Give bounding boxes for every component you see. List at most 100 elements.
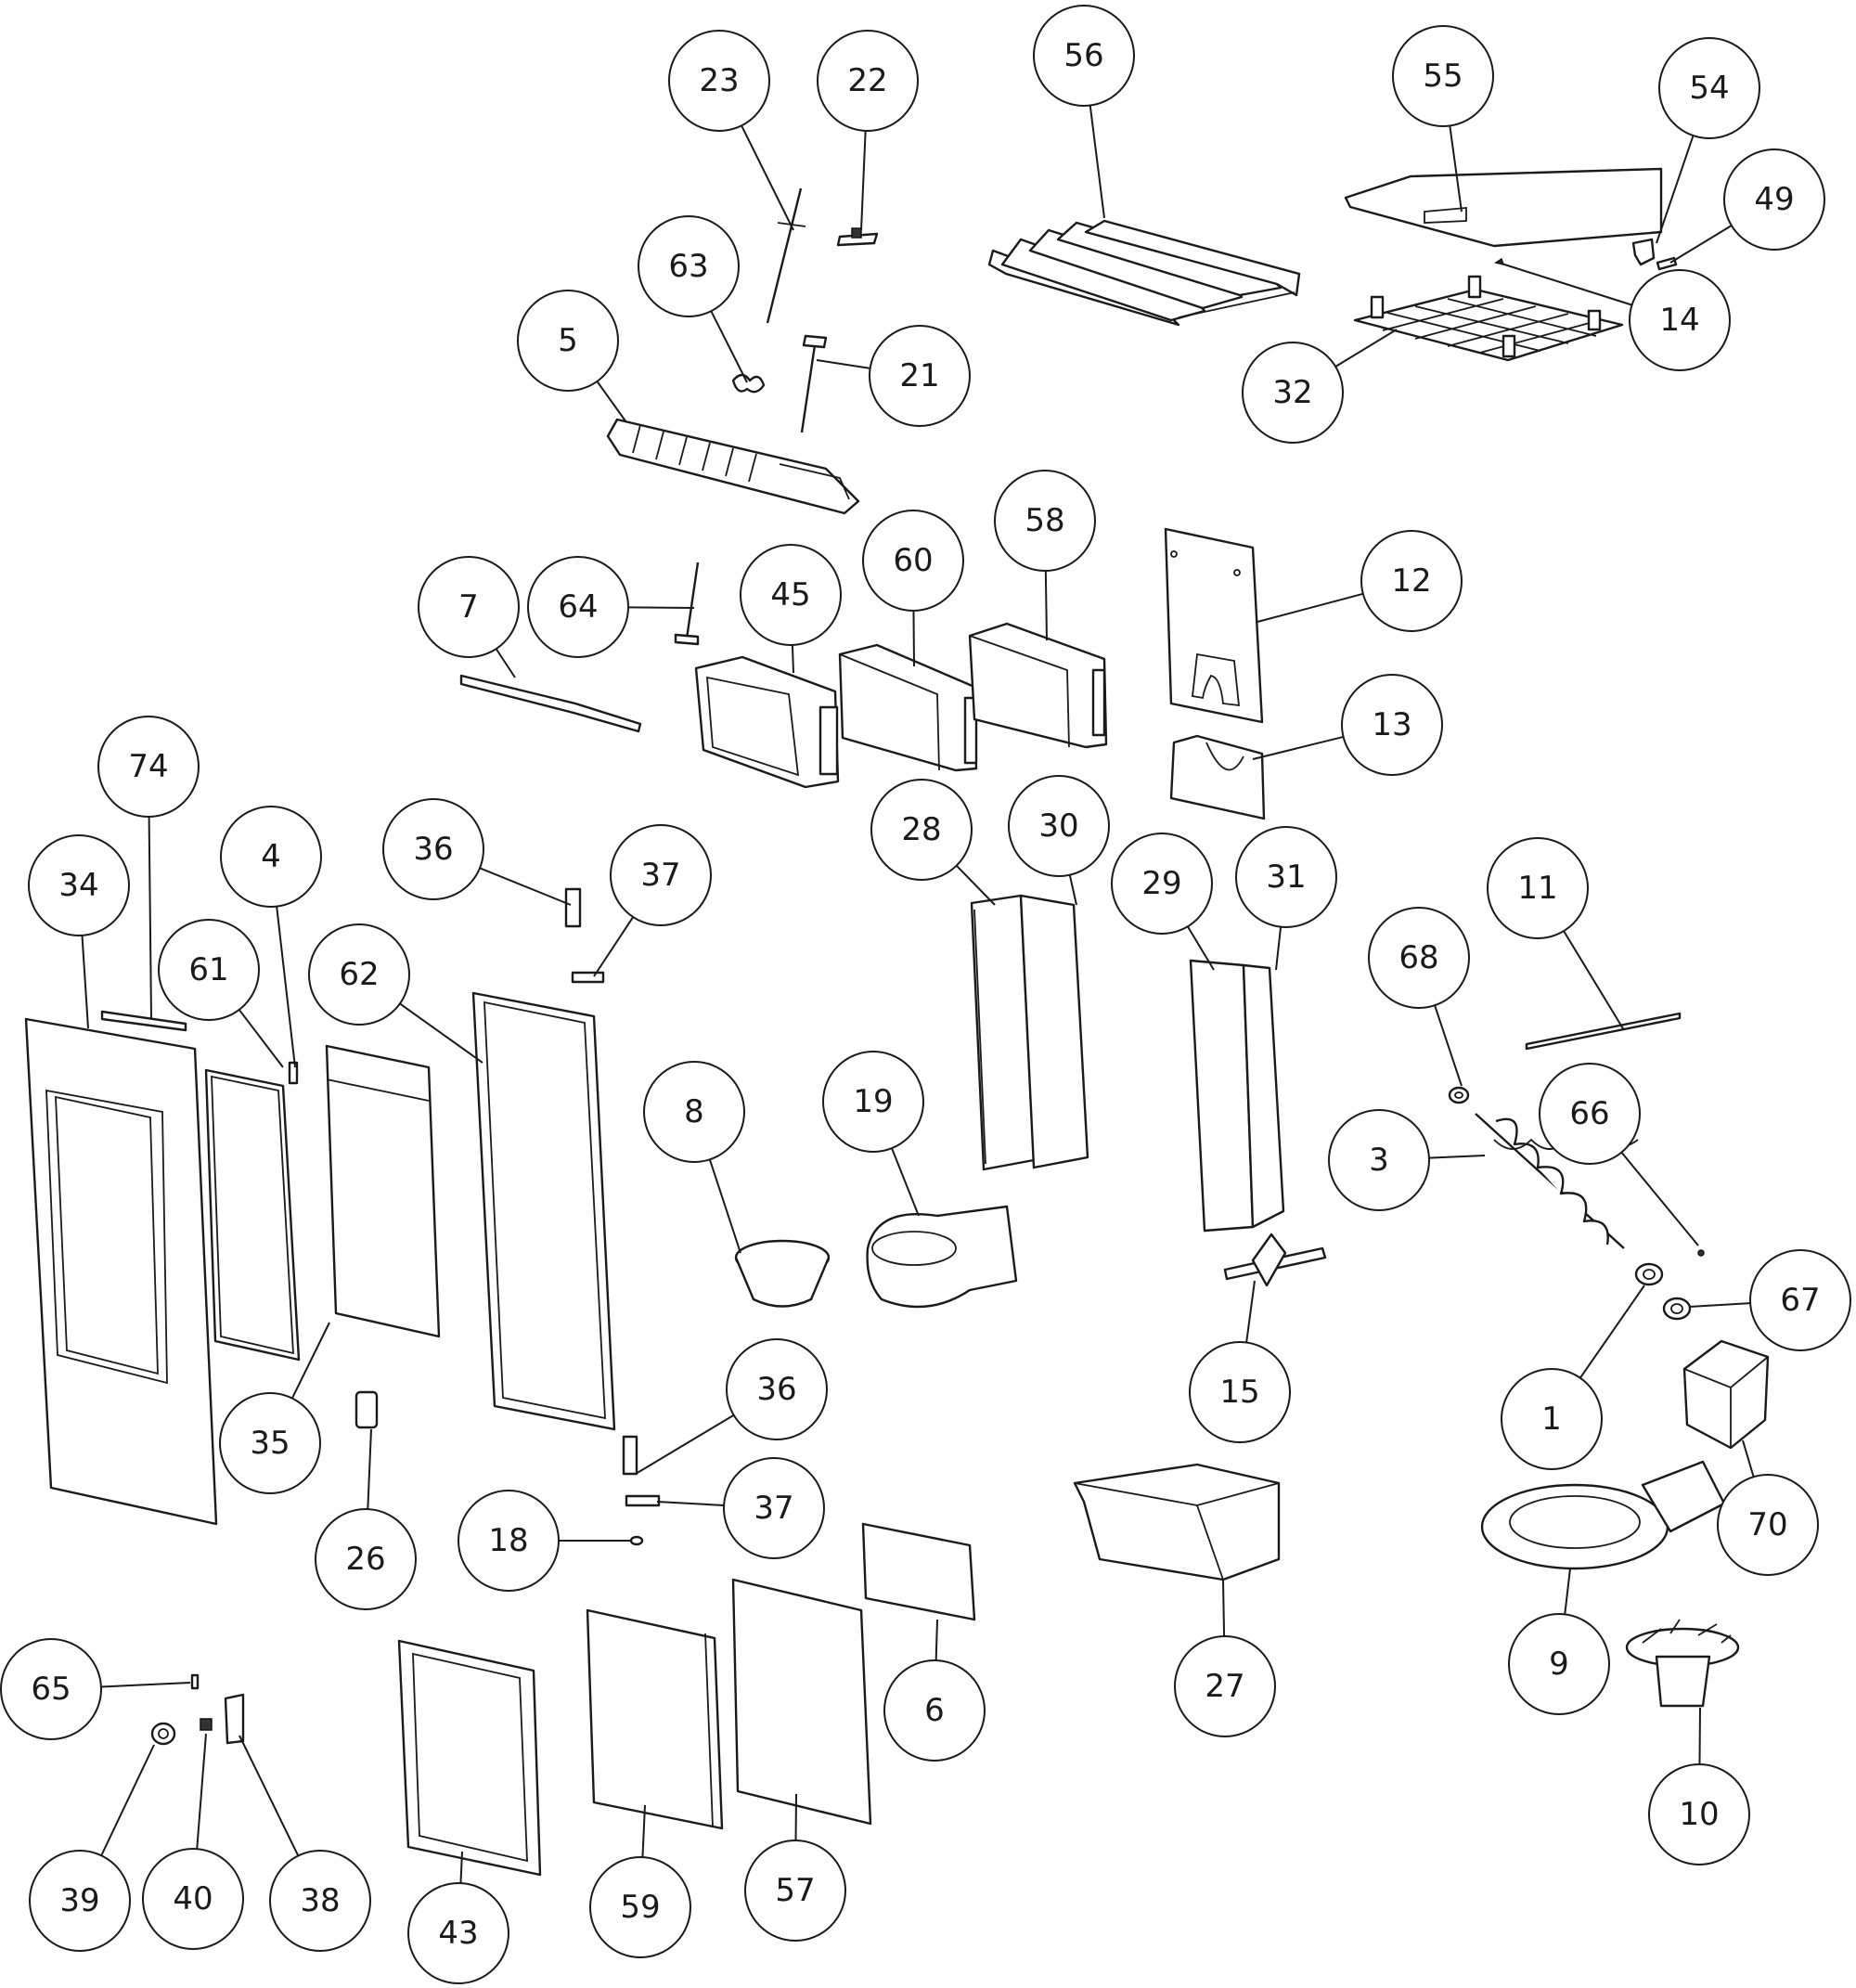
callout-circle <box>869 325 971 427</box>
leader-line <box>1688 1302 1751 1308</box>
callout-number: 45 <box>770 576 810 613</box>
leader-line <box>1257 592 1364 623</box>
callout-bubble-8: 8 <box>643 1061 745 1163</box>
leader-line <box>399 1002 483 1064</box>
callout-bubble-22: 22 <box>817 30 919 132</box>
leader-line <box>627 606 695 609</box>
leader-line <box>1563 930 1625 1031</box>
part-8-cup <box>734 1239 831 1308</box>
callout-circle <box>638 215 740 317</box>
callout-bubble-6: 6 <box>883 1659 986 1762</box>
callout-circle <box>517 290 619 392</box>
callout-circle <box>308 923 410 1026</box>
part-9-fan-housing <box>1480 1460 1726 1570</box>
callout-bubble-58: 58 <box>994 470 1096 572</box>
callout-number: 14 <box>1659 302 1699 339</box>
callout-number: 5 <box>558 322 578 359</box>
callout-number: 13 <box>1372 706 1411 743</box>
callout-circle <box>1328 1109 1430 1211</box>
callout-circle <box>668 30 770 132</box>
callout-circle <box>142 1848 244 1950</box>
callout-circle <box>726 1338 828 1440</box>
callout-bubble-57: 57 <box>744 1840 846 1942</box>
callout-circle <box>1749 1249 1851 1351</box>
leader-line <box>1275 926 1282 971</box>
callout-circle <box>1508 1613 1610 1715</box>
callout-circle <box>817 30 919 132</box>
part-7-strip <box>459 674 642 733</box>
callout-bubble-11: 11 <box>1487 837 1589 939</box>
part-60-box <box>838 643 978 772</box>
callout-bubble-1: 1 <box>1501 1368 1603 1470</box>
callout-bubble-64: 64 <box>527 556 629 658</box>
leader-line <box>860 130 867 231</box>
part-74-bar <box>100 1010 187 1032</box>
callout-number: 43 <box>438 1915 478 1952</box>
part-63-wing-nut <box>731 373 766 394</box>
callout-circle <box>1033 5 1135 107</box>
callout-circle <box>158 919 260 1021</box>
callout-bubble-21: 21 <box>869 325 971 427</box>
callout-number: 8 <box>684 1093 704 1130</box>
part-5-deflector <box>606 418 860 515</box>
callout-circle <box>1189 1341 1291 1443</box>
part-57-panel <box>731 1578 872 1826</box>
leader-line <box>1449 125 1463 213</box>
callout-bubble-70: 70 <box>1717 1474 1819 1576</box>
leader-line <box>708 1158 741 1254</box>
callout-bubble-32: 32 <box>1242 342 1344 444</box>
callout-number: 21 <box>899 357 939 394</box>
callout-number: 66 <box>1569 1095 1609 1132</box>
callout-bubble-49: 49 <box>1723 148 1825 251</box>
callout-circle <box>723 1457 825 1559</box>
callout-circle <box>1360 530 1463 632</box>
callout-bubble-34: 34 <box>28 834 130 936</box>
part-1-ring <box>1634 1262 1664 1286</box>
leader-line <box>741 124 794 231</box>
part-58-box <box>968 622 1108 749</box>
callout-bubble-61: 61 <box>158 919 260 1021</box>
leader-line <box>290 1322 330 1399</box>
callout-number: 32 <box>1272 374 1312 411</box>
callout-bubble-28: 28 <box>870 779 973 881</box>
callout-bubble-65: 65 <box>0 1638 102 1740</box>
part-32-grate <box>1353 275 1624 362</box>
leader-line <box>1564 1568 1571 1615</box>
callout-number: 64 <box>558 588 598 626</box>
part-64-bolt <box>674 562 700 646</box>
callout-bubble-15: 15 <box>1189 1341 1291 1443</box>
part-26-clip <box>354 1390 379 1429</box>
callout-number: 37 <box>640 857 680 894</box>
callout-circle <box>407 1882 509 1984</box>
callout-number: 62 <box>339 956 379 993</box>
callout-number: 70 <box>1747 1506 1787 1543</box>
callout-bubble-13: 13 <box>1341 674 1443 776</box>
callout-number: 57 <box>775 1872 815 1909</box>
callout-circle <box>870 779 973 881</box>
part-10-fan <box>1625 1619 1740 1708</box>
leader-line <box>1742 1439 1755 1478</box>
callout-circle <box>1368 907 1470 1009</box>
part-55-lid <box>1344 167 1663 248</box>
callout-bubble-4: 4 <box>220 806 322 908</box>
leader-line <box>1620 1152 1699 1246</box>
callout-number: 56 <box>1063 37 1103 74</box>
callout-bubble-45: 45 <box>740 544 842 646</box>
callout-number: 61 <box>188 951 228 988</box>
callout-circle <box>1487 837 1589 939</box>
part-68-ring <box>1448 1086 1470 1104</box>
part-37-pin-bottom <box>625 1494 661 1507</box>
part-70-motor <box>1682 1339 1770 1450</box>
callout-circle <box>28 834 130 936</box>
callout-number: 3 <box>1369 1142 1389 1179</box>
leader-line <box>1068 874 1077 906</box>
callout-bubble-14: 14 <box>1629 269 1731 371</box>
callout-bubble-35: 35 <box>219 1392 321 1494</box>
callout-number: 4 <box>261 838 281 875</box>
leader-line <box>1044 570 1048 641</box>
leader-line <box>238 1009 284 1068</box>
leader-line <box>1579 1284 1645 1379</box>
callout-number: 36 <box>413 831 453 868</box>
callout-circle <box>744 1840 846 1942</box>
callout-circle <box>1242 342 1344 444</box>
